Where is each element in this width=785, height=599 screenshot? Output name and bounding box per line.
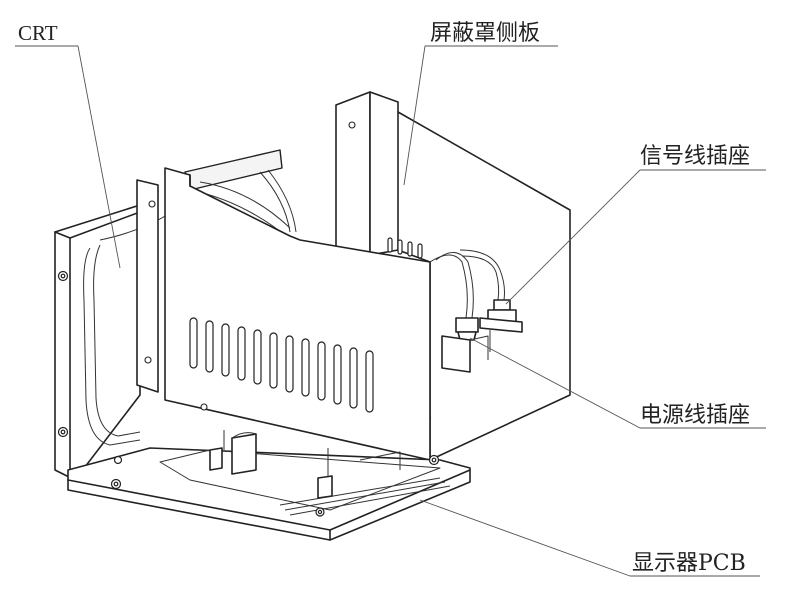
front-vent-slots <box>189 317 374 413</box>
leader-lines <box>15 45 766 577</box>
socket-assembly <box>429 249 523 373</box>
left-shield-bracket <box>136 179 159 393</box>
label-crt: CRT <box>18 21 58 45</box>
label-display-pcb: 显示器PCB <box>632 551 746 576</box>
front-shield-panel <box>164 167 431 461</box>
rear-vent-slots <box>387 237 423 259</box>
signal-socket-icon <box>479 299 523 352</box>
crt-bezel <box>54 204 141 481</box>
label-power-socket: 电源线插座 <box>640 403 750 428</box>
display-pcb-board <box>67 430 471 541</box>
labels: CRT 屏蔽罩侧板 信号线插座 电源线插座 显示器PCB <box>18 21 750 576</box>
label-shield-side-panel: 屏蔽罩侧板 <box>430 21 540 46</box>
power-socket-icon <box>441 317 489 373</box>
shield-side-panel <box>335 91 571 461</box>
label-signal-socket: 信号线插座 <box>640 144 750 169</box>
